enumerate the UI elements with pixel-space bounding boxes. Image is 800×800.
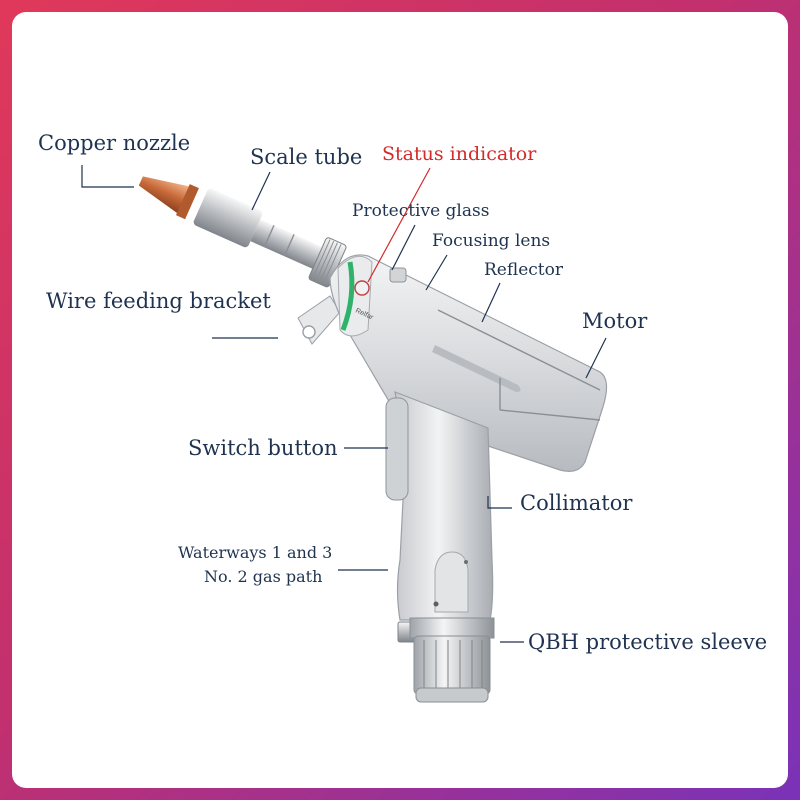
status-ring bbox=[340, 261, 355, 331]
status-indicator-light bbox=[354, 280, 370, 296]
wire-feeding-bracket bbox=[297, 295, 341, 345]
welding-gun-diagram: Relfar bbox=[38, 131, 767, 703]
label-collimator: Collimator bbox=[520, 491, 633, 515]
status-indicator-leader bbox=[367, 167, 431, 283]
diagram-card: Relfar bbox=[12, 12, 788, 788]
label-waterways: Waterways 1 and 3 bbox=[178, 543, 332, 562]
welding-gun: Relfar bbox=[138, 176, 608, 703]
switch-button bbox=[385, 397, 409, 501]
protective-glass-knob bbox=[389, 267, 407, 283]
handle-slot bbox=[434, 551, 469, 613]
scale-tube-leader bbox=[251, 171, 271, 211]
focusing-lens-leader bbox=[425, 254, 448, 291]
label-gas-path: No. 2 gas path bbox=[204, 567, 322, 586]
labels: Copper nozzle Scale tube Status indicato… bbox=[38, 131, 767, 654]
label-reflector: Reflector bbox=[484, 260, 564, 280]
label-status-indicator: Status indicator bbox=[382, 143, 537, 165]
qbh-protective-sleeve bbox=[413, 635, 491, 695]
label-qbh-protective-sleeve: QBH protective sleeve bbox=[528, 630, 767, 654]
label-wire-feeding-bracket: Wire feeding bracket bbox=[46, 289, 271, 313]
copper-nozzle-leader bbox=[81, 165, 134, 188]
scale-tube-front bbox=[193, 188, 263, 248]
label-scale-tube: Scale tube bbox=[250, 145, 362, 169]
scale-tube bbox=[250, 219, 325, 270]
protective-glass-leader bbox=[391, 224, 416, 271]
collimator-leader bbox=[487, 496, 512, 509]
motor-leader bbox=[585, 337, 607, 379]
label-switch-button: Switch button bbox=[188, 436, 338, 460]
leader-lines bbox=[81, 165, 607, 643]
label-focusing-lens: Focusing lens bbox=[432, 231, 550, 251]
copper-nozzle bbox=[138, 176, 191, 215]
qbh-sleeve-collar bbox=[409, 617, 495, 639]
label-motor: Motor bbox=[582, 309, 648, 333]
label-protective-glass: Protective glass bbox=[352, 201, 489, 221]
reflector-leader bbox=[481, 282, 501, 323]
body-slot bbox=[432, 345, 521, 392]
label-copper-nozzle: Copper nozzle bbox=[38, 131, 190, 155]
